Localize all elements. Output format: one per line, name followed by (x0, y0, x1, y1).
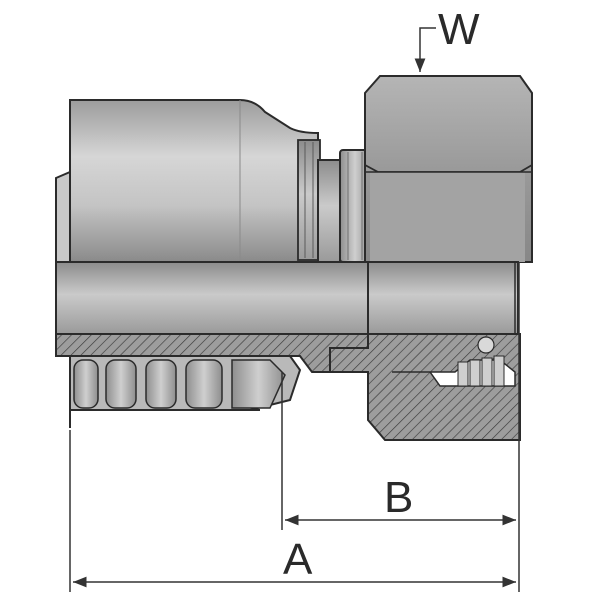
label-w: W (438, 5, 480, 54)
nipple-neck (317, 149, 371, 263)
cross-section (55, 333, 521, 441)
hex-nut-exterior (364, 75, 533, 263)
socket-serrations (73, 359, 286, 409)
nipple-bore (55, 261, 519, 335)
socket-exterior (55, 99, 321, 263)
label-a: A (283, 535, 313, 584)
dimension-lines (69, 27, 520, 592)
dimension-w-leader (414, 27, 436, 72)
label-b: B (384, 473, 413, 522)
thread-detail (457, 336, 505, 387)
